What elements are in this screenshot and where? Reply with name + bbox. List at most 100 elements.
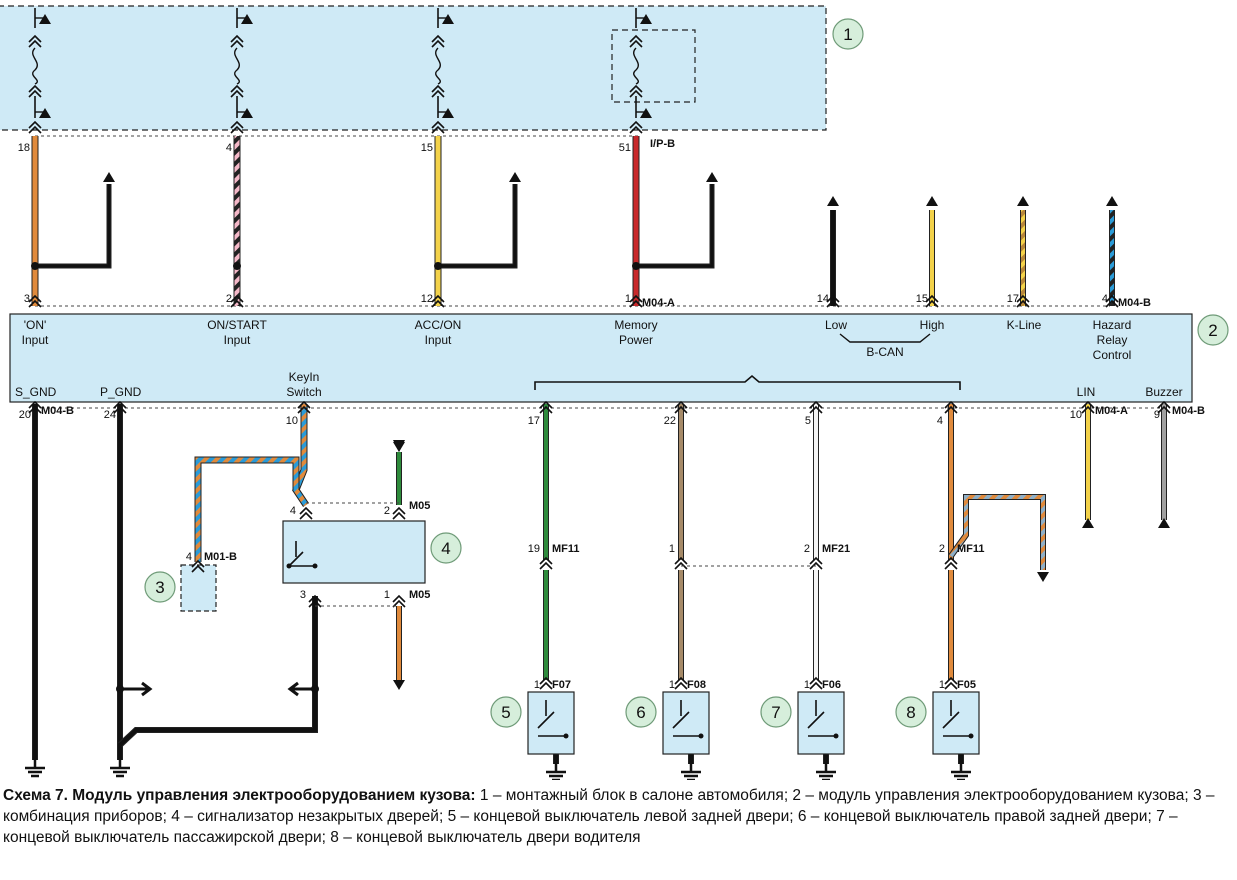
module-bottom-chevron-4 — [674, 400, 688, 414]
callout-7-circle — [760, 696, 792, 728]
junction-pin-onstart: 4 — [226, 142, 232, 154]
fuse-2-tap2-arrow — [241, 108, 253, 118]
switch-chevron-drv — [944, 676, 958, 690]
module-label-acc-1: Input — [425, 333, 452, 347]
mid-connector-drv: MF11 — [957, 543, 985, 555]
buzzer-connector: M04-B — [1172, 405, 1205, 417]
module-bottom-chevron-5 — [809, 400, 823, 414]
fuse-4-tap-arrow — [640, 14, 652, 24]
callout-8-circle — [895, 696, 927, 728]
module-bottom-chevron-0 — [28, 400, 42, 414]
keyin-label-0: KeyIn — [289, 370, 320, 384]
branch-wire-acc-outline — [438, 184, 518, 269]
fuse-4-element — [633, 47, 639, 85]
bcan-brace — [839, 333, 931, 343]
pgnd-ground-symbol — [110, 760, 130, 778]
out22-pin: 22 — [664, 415, 676, 427]
pgnd-splice-2 — [287, 681, 315, 697]
pgnd-splice-1 — [120, 681, 153, 697]
module-pin-on: 3 — [24, 293, 30, 305]
door-warning-feed-tip — [393, 440, 405, 452]
module-bottom-chevron-3 — [539, 400, 553, 414]
door-warning-in-chevron — [299, 506, 313, 520]
door-warning-connector-top: M05 — [409, 500, 430, 512]
keyin-pin: 10 — [286, 415, 298, 427]
module-label-on-0: 'ON' — [24, 318, 47, 332]
door-switch-contact-pass — [807, 700, 836, 737]
fuse-1-tap2-arrow — [39, 108, 51, 118]
fuse-2-chevron-a — [230, 34, 244, 48]
branch-wire-mem — [636, 184, 714, 268]
lin-pin: 10 — [1070, 409, 1082, 421]
module-top-chevron-5 — [925, 294, 939, 308]
mid-chevron-pass — [809, 556, 823, 570]
fuse-3-chevron-a — [431, 34, 445, 48]
instrument-cluster-box — [180, 564, 217, 612]
branch-arrow-acc — [509, 172, 521, 182]
callout-5-circle — [490, 696, 522, 728]
splice-on — [31, 262, 39, 270]
fuse-2-chevron-b — [230, 84, 244, 98]
bcan-high-arrow — [926, 196, 938, 206]
module-top-chevron-7 — [1105, 294, 1119, 308]
door-switch-dot-rr — [698, 733, 704, 739]
module-top-chevron-6 — [1016, 294, 1030, 308]
module-label-mem-0: Memory — [614, 318, 657, 332]
bcan-low-label: Low — [825, 318, 847, 332]
splice-onstart — [233, 262, 241, 270]
caption-title: Схема 7. Модуль управления электрооборуд… — [3, 787, 476, 804]
module-label-onstart-0: ON/START — [207, 318, 267, 332]
door-switch-dot-lr — [563, 733, 569, 739]
mid-pin-rr: 1 — [669, 543, 675, 555]
callout-7: 7 — [771, 703, 780, 722]
callout-1: 1 — [843, 25, 852, 44]
callout-3: 3 — [155, 578, 164, 597]
fuse-3-element — [435, 47, 441, 85]
switch-pin-drv: 1 — [939, 679, 945, 691]
door-switch-box-drv — [932, 691, 980, 755]
door-warning-pin-bottom: 3 — [300, 589, 306, 601]
fuse-3-tap-arrow — [442, 14, 454, 24]
door-switch-box-lr — [527, 691, 575, 755]
pgnd-pin: 24 — [104, 409, 116, 421]
component-symbols — [25, 14, 1229, 782]
door-warning-pin-top: 2 — [384, 505, 390, 517]
module-label-onstart-1: Input — [224, 333, 251, 347]
cluster-connector: M01-B — [204, 551, 237, 563]
mid-connector-lr: MF11 — [552, 543, 580, 555]
driver-branch-arrow — [1037, 572, 1049, 582]
mid-chevron-lr — [539, 556, 553, 570]
module-pin-onstart: 2 — [226, 293, 232, 305]
bcan-high-pin: 15 — [916, 293, 928, 305]
keyin-to-cluster-wire — [195, 457, 299, 562]
module-pin-acc: 12 — [421, 293, 433, 305]
module-bottom-chevron-7 — [1081, 400, 1095, 414]
door-warning-ground-wire — [118, 596, 317, 747]
switch-connector-rr: F08 — [687, 679, 706, 691]
fuse-2-output-chevron — [230, 120, 244, 134]
branch-wire-on — [35, 184, 111, 268]
module-top-chevron-3 — [629, 294, 643, 308]
door-switch-ground-drv — [951, 764, 971, 782]
module-bottom-chevron-8 — [1157, 400, 1171, 414]
lin-terminal — [1082, 518, 1094, 528]
buzzer-terminal — [1158, 518, 1170, 528]
door-switch-ground-pass — [816, 764, 836, 782]
fuse-4-output-chevron — [629, 120, 643, 134]
door-warning-connector-lines — [306, 502, 399, 607]
body-control-module — [9, 313, 1193, 403]
out4-pin: 4 — [937, 415, 943, 427]
pgnd-splice-dot — [116, 685, 124, 693]
branch-arrow-on — [103, 172, 115, 182]
mid-pin-pass: 2 — [804, 543, 810, 555]
cluster-pin: 4 — [186, 551, 192, 563]
door-switch-contact-rr — [672, 700, 701, 737]
switch-connector-pass: F06 — [822, 679, 841, 691]
door-warning-switch — [288, 541, 315, 567]
fuse-1-tap-arrow — [39, 14, 51, 24]
fuse-symbols — [32, 8, 646, 118]
fuse-box-outline — [611, 29, 696, 103]
module-bottom-chevron-6 — [944, 400, 958, 414]
keyin-label-1: Switch — [286, 385, 321, 399]
door-warning-contact-b — [312, 563, 318, 569]
